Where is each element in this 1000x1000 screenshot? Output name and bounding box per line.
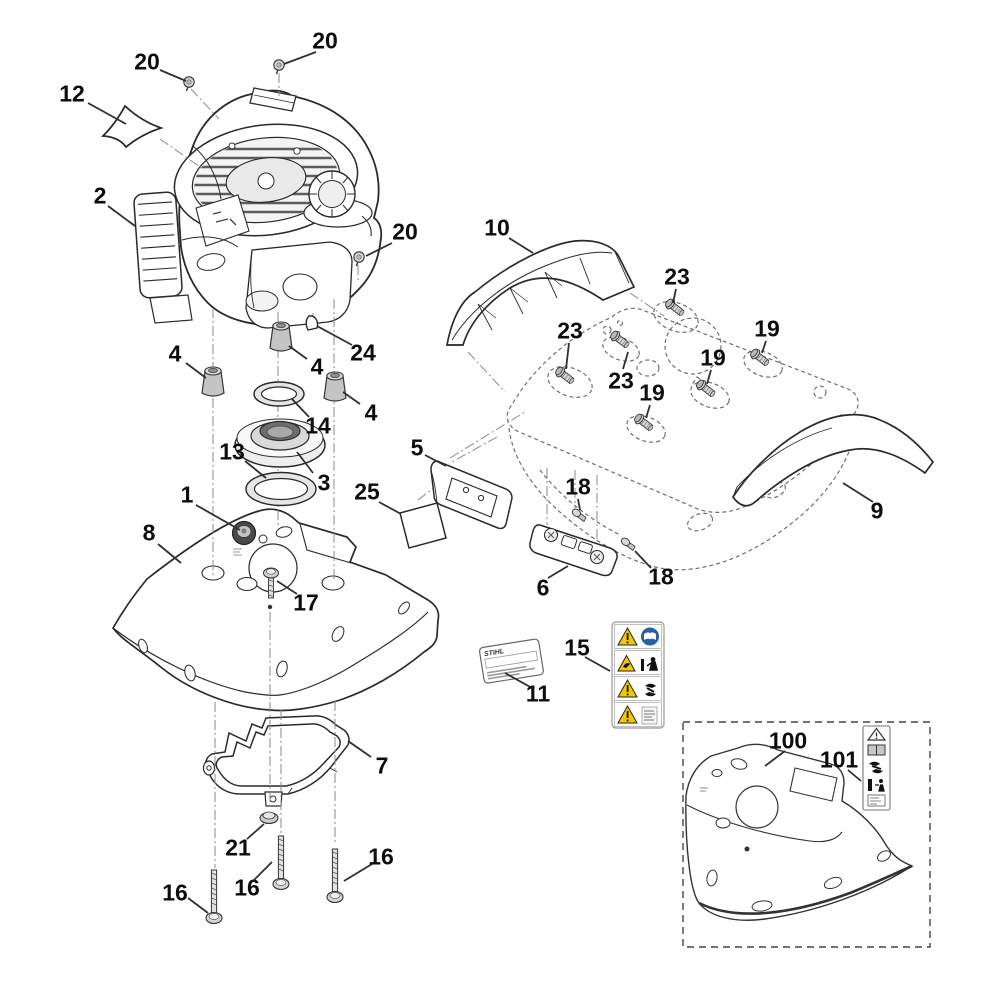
callout-4-c[interactable]: 4 — [364, 399, 378, 426]
callout-4-b[interactable]: 4 — [310, 353, 324, 380]
screw-18b — [619, 536, 636, 551]
bolt-16b — [272, 835, 290, 891]
callout-10[interactable]: 10 — [484, 214, 510, 241]
housing-drawing — [111, 508, 440, 712]
callout-7[interactable]: 7 — [375, 752, 389, 779]
leader-lines — [87, 51, 874, 914]
callout-8[interactable]: 8 — [142, 519, 156, 546]
callout-20-b[interactable]: 20 — [312, 27, 338, 54]
callout-13[interactable]: 13 — [219, 438, 245, 465]
keep-distance-bw-icon — [868, 779, 885, 792]
callout-16-a[interactable]: 16 — [162, 879, 188, 906]
callout-25[interactable]: 25 — [354, 478, 380, 505]
warning-triangle-icon-2 — [617, 678, 638, 698]
screw-18a — [570, 507, 587, 522]
instruction-text-icon — [867, 794, 886, 807]
callout-11[interactable]: 11 — [525, 680, 551, 707]
engine-drawing — [133, 87, 383, 329]
grommet-3 — [234, 418, 326, 468]
warning-triangle-icon — [617, 626, 638, 646]
screw-19c — [632, 411, 656, 434]
inset-safety-label-101 — [862, 725, 891, 811]
callout-9[interactable]: 9 — [870, 497, 884, 524]
callout-23-b[interactable]: 23 — [557, 317, 583, 344]
warning-triangle-icon-3 — [617, 704, 638, 724]
callout-101[interactable]: 101 — [819, 746, 859, 773]
screw-20a — [183, 76, 195, 92]
id-plate-brand: STIHL — [484, 648, 505, 658]
callout-15[interactable]: 15 — [564, 634, 590, 661]
read-manual-bw-icon — [867, 744, 886, 756]
o-ring-14 — [253, 381, 305, 407]
callout-4-a[interactable]: 4 — [168, 340, 182, 367]
cover-bottom-right — [731, 413, 935, 507]
clip-24 — [305, 315, 319, 331]
screw-23c — [608, 328, 632, 351]
callout-16-b[interactable]: 16 — [234, 874, 260, 901]
callout-3[interactable]: 3 — [317, 469, 331, 496]
callout-20-a[interactable]: 20 — [134, 48, 160, 75]
blade-coasting-icon — [641, 706, 658, 725]
foam-pad-shape — [100, 104, 164, 149]
callout-100[interactable]: 100 — [768, 727, 808, 754]
bracket-5 — [430, 460, 513, 530]
trim-6 — [529, 524, 618, 577]
callout-12[interactable]: 12 — [59, 80, 85, 107]
screw-23a — [663, 296, 687, 319]
callout-21[interactable]: 21 — [225, 834, 251, 861]
rubber-mount-4a — [201, 366, 225, 397]
rotating-blade-bw-icon — [869, 761, 883, 774]
callout-19-b[interactable]: 19 — [700, 344, 726, 371]
keep-bystanders-away-icon — [641, 657, 659, 671]
callout-17[interactable]: 17 — [293, 589, 319, 616]
callout-5[interactable]: 5 — [410, 434, 424, 461]
bolt-16a — [205, 869, 223, 925]
callout-19-a[interactable]: 19 — [754, 315, 780, 342]
callout-24[interactable]: 24 — [350, 339, 376, 366]
screw-17 — [263, 567, 279, 610]
id-plate: STIHL — [478, 638, 544, 684]
oil-cap — [231, 520, 257, 546]
warning-triangle-outline-icon — [866, 727, 887, 741]
callout-2[interactable]: 2 — [93, 182, 107, 209]
callout-1[interactable]: 1 — [180, 481, 194, 508]
warning-triangle-hand-icon — [617, 654, 636, 672]
callout-23-c[interactable]: 23 — [608, 367, 634, 394]
bolt-16c — [326, 848, 344, 904]
screw-20b — [273, 59, 285, 75]
callout-6[interactable]: 6 — [536, 574, 550, 601]
mounting-frame — [202, 715, 350, 807]
callout-14[interactable]: 14 — [305, 412, 331, 439]
callout-18-a[interactable]: 18 — [565, 473, 591, 500]
read-manual-icon — [641, 627, 659, 646]
callout-19-c[interactable]: 19 — [639, 379, 665, 406]
safety-label — [611, 621, 665, 729]
screw-19a — [748, 346, 772, 369]
screw-19b — [694, 377, 718, 400]
flange-nut-21 — [259, 811, 279, 825]
cover-top-left — [445, 239, 636, 346]
inset-housing-100 — [685, 743, 914, 921]
o-ring-13 — [245, 471, 317, 507]
inset-panel — [682, 721, 931, 948]
rotating-blade-icon — [645, 683, 656, 697]
rubber-mount-4c — [323, 371, 347, 402]
callout-23-a[interactable]: 23 — [664, 263, 690, 290]
label-25-blank — [399, 502, 447, 549]
callout-20-c[interactable]: 20 — [392, 218, 418, 245]
callout-18-b[interactable]: 18 — [648, 563, 674, 590]
callout-16-c[interactable]: 16 — [368, 843, 394, 870]
